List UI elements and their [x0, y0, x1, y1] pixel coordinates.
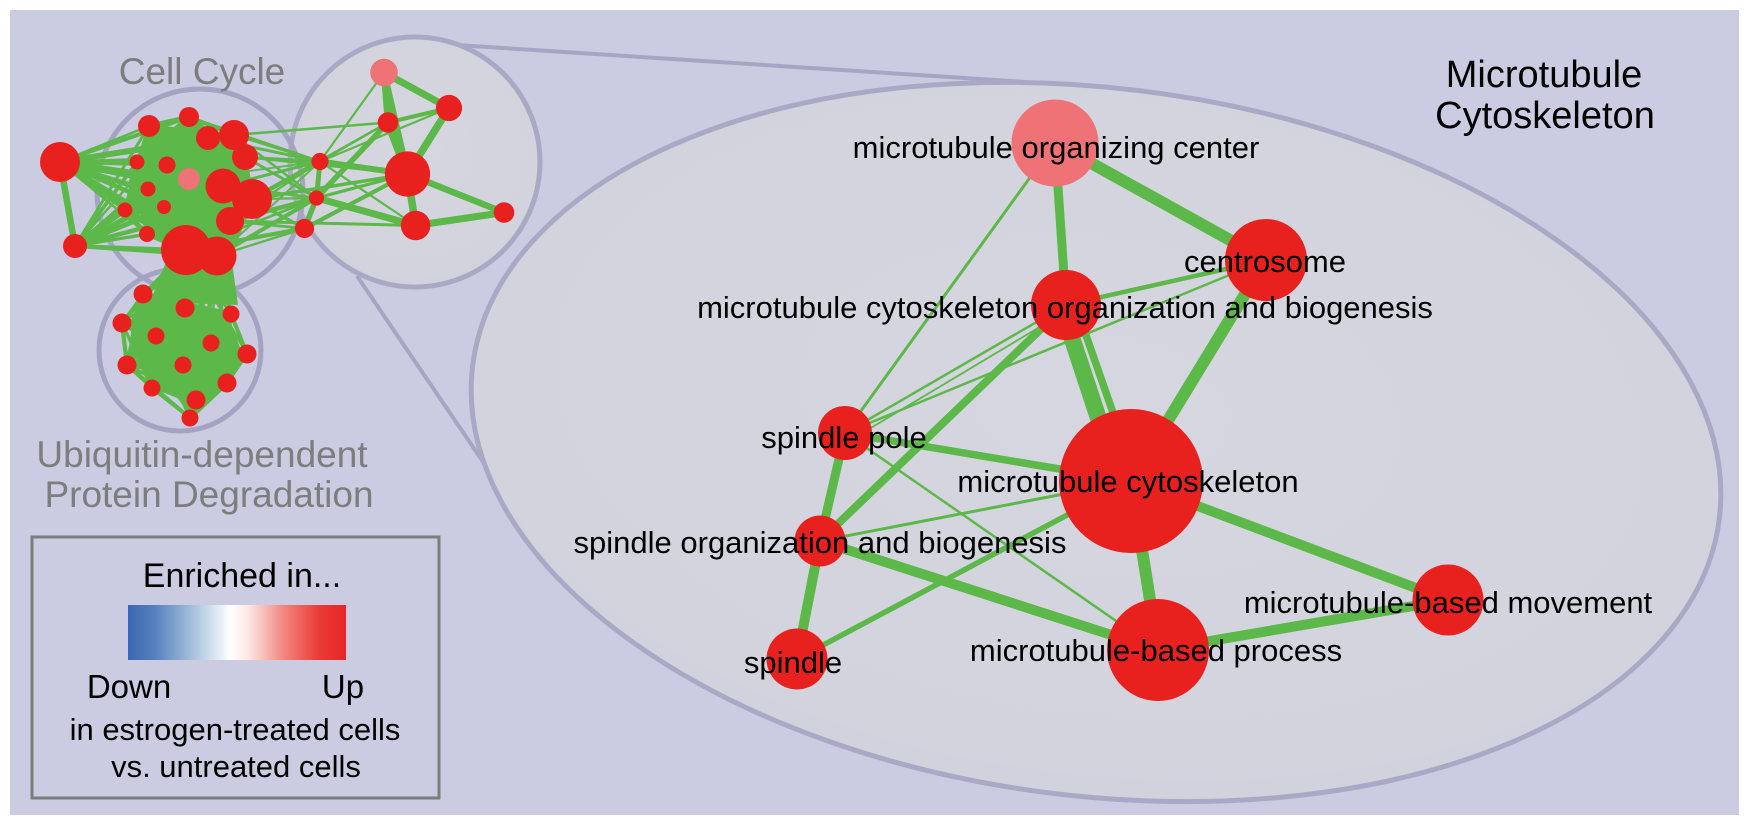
svg-text:spindle organization and bioge: spindle organization and biogenesis [574, 525, 1067, 560]
svg-text:microtubule organizing center: microtubule organizing center [853, 130, 1260, 165]
svg-text:Protein Degradation: Protein Degradation [44, 474, 373, 515]
svg-text:microtubule cytoskeleton: microtubule cytoskeleton [957, 464, 1298, 499]
svg-text:in estrogen-treated cells: in estrogen-treated cells [70, 712, 401, 747]
svg-text:microtubule-based process: microtubule-based process [970, 633, 1342, 668]
svg-text:microtubule cytoskeleton organ: microtubule cytoskeleton organization an… [697, 290, 1433, 325]
svg-text:Enriched in...: Enriched in... [143, 557, 341, 595]
svg-text:centrosome: centrosome [1184, 244, 1346, 279]
svg-text:Cytoskeleton: Cytoskeleton [1435, 95, 1655, 137]
svg-text:Down: Down [87, 668, 171, 705]
svg-text:vs. untreated cells: vs. untreated cells [111, 749, 361, 784]
svg-text:spindle pole: spindle pole [761, 420, 926, 455]
svg-text:Microtubule: Microtubule [1446, 54, 1642, 96]
svg-text:spindle: spindle [744, 645, 842, 680]
svg-text:Cell Cycle: Cell Cycle [119, 51, 286, 92]
svg-text:Ubiquitin-dependent: Ubiquitin-dependent [36, 434, 368, 475]
svg-text:microtubule-based movement: microtubule-based movement [1244, 585, 1653, 620]
svg-text:Up: Up [322, 668, 364, 705]
